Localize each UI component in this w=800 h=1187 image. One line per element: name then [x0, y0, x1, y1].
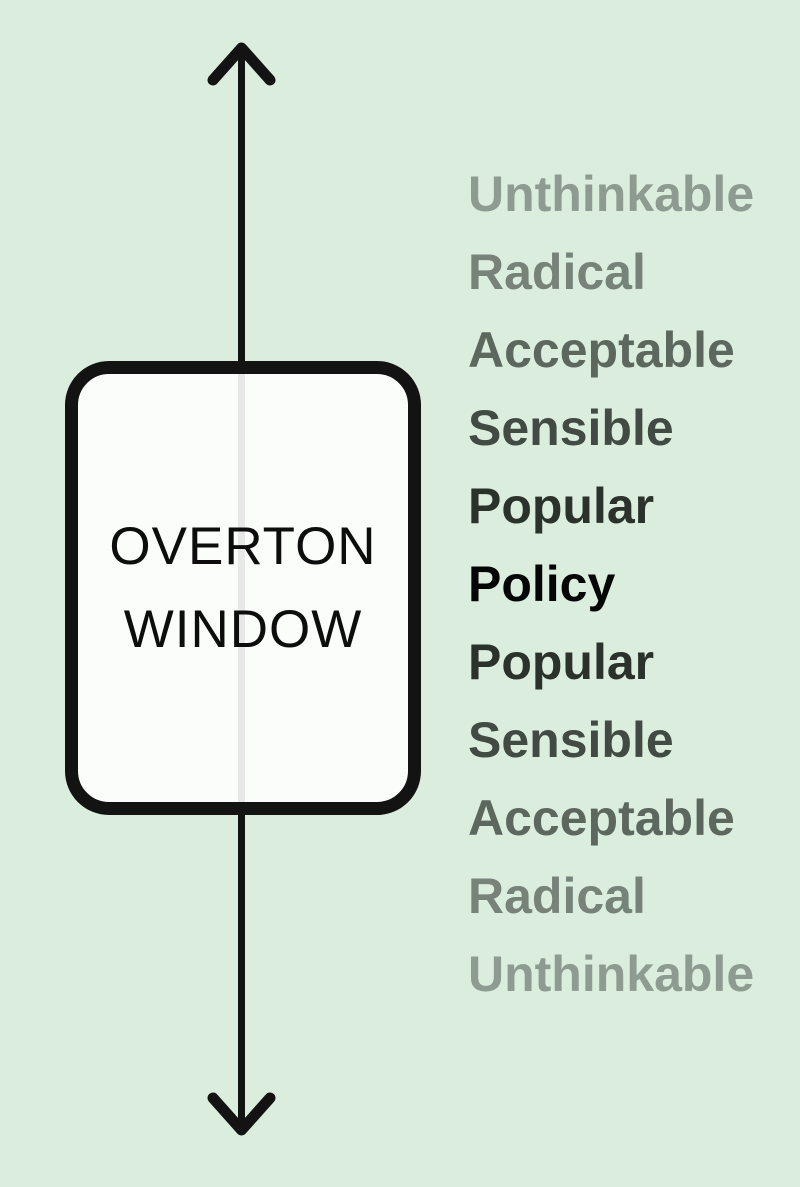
arrow-head-down-icon: [207, 1092, 276, 1136]
spectrum-label-acceptable-bottom: Acceptable: [468, 790, 735, 846]
spectrum-label-acceptable-top: Acceptable: [468, 322, 735, 378]
box-title-line1: OVERTON: [109, 517, 377, 576]
spectrum-label-sensible-bottom: Sensible: [468, 712, 674, 768]
spectrum-label-policy: Policy: [468, 556, 616, 612]
spectrum-label-radical-bottom: Radical: [468, 868, 646, 924]
spectrum-label-popular-bottom: Popular: [468, 634, 655, 690]
spectrum-label-unthinkable-top: Unthinkable: [468, 166, 755, 222]
spectrum-label-radical-top: Radical: [468, 244, 646, 300]
overton-window-box: OVERTON WINDOW: [65, 361, 421, 815]
acceptance-spectrum-labels: Unthinkable Radical Acceptable Sensible …: [468, 155, 754, 1013]
arrow-through-box-line: [238, 374, 245, 802]
spectrum-label-unthinkable-bottom: Unthinkable: [468, 946, 755, 1002]
box-title-line2: WINDOW: [123, 600, 363, 659]
spectrum-label-popular-top: Popular: [468, 478, 655, 534]
spectrum-label-sensible-top: Sensible: [468, 400, 674, 456]
arrow-head-up-icon: [207, 42, 276, 86]
